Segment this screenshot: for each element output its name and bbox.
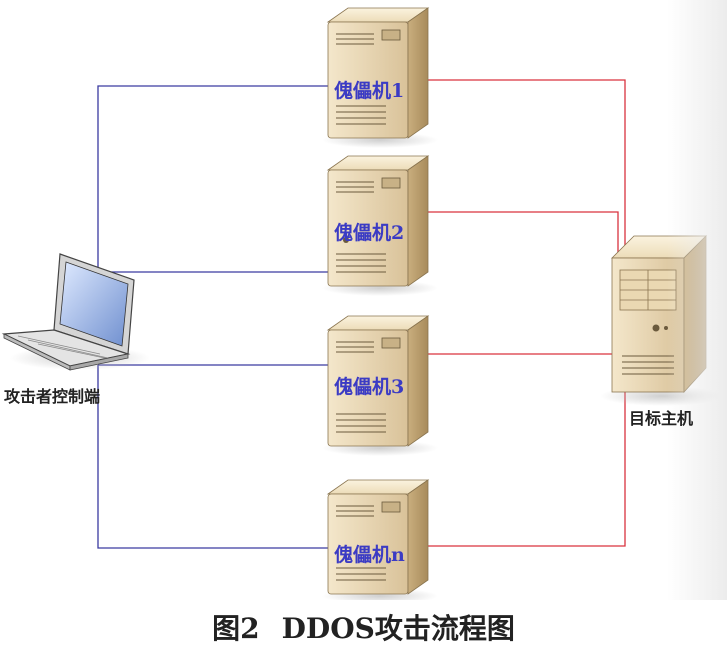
link-attacker-zombie-n [97, 365, 352, 549]
attacker-links [97, 85, 352, 549]
link-zombie-n-target [420, 380, 626, 547]
zombie-server-icon-n [322, 479, 438, 600]
attacker-label: 攻击者控制端 [4, 387, 101, 406]
zombie-label-3: 傀儡机3 [334, 376, 405, 398]
zombie-server-icon-3 [322, 315, 438, 456]
zombie-label-1: 傀儡机1 [334, 80, 405, 102]
figure-title: DDOS攻击流程图 [281, 612, 515, 645]
zombie-server-icon-1 [322, 7, 438, 148]
link-zombie-2-target [420, 211, 619, 272]
zombie-label-n: 傀儡机n [334, 544, 405, 566]
target-server-icon [600, 235, 724, 406]
figure-number: 图2 [212, 612, 260, 645]
target-links [420, 79, 626, 547]
link-attacker-zombie-1 [97, 85, 352, 272]
target-label: 目标主机 [629, 409, 694, 428]
figure-caption: 图2 DDOS攻击流程图 [0, 600, 727, 661]
zombie-server-icon-2 [322, 155, 438, 296]
ddos-diagram [1, 7, 724, 600]
attacker-laptop-icon [1, 253, 150, 371]
zombie-label-2: 傀儡机2 [334, 222, 405, 244]
link-zombie-1-target [420, 79, 626, 262]
